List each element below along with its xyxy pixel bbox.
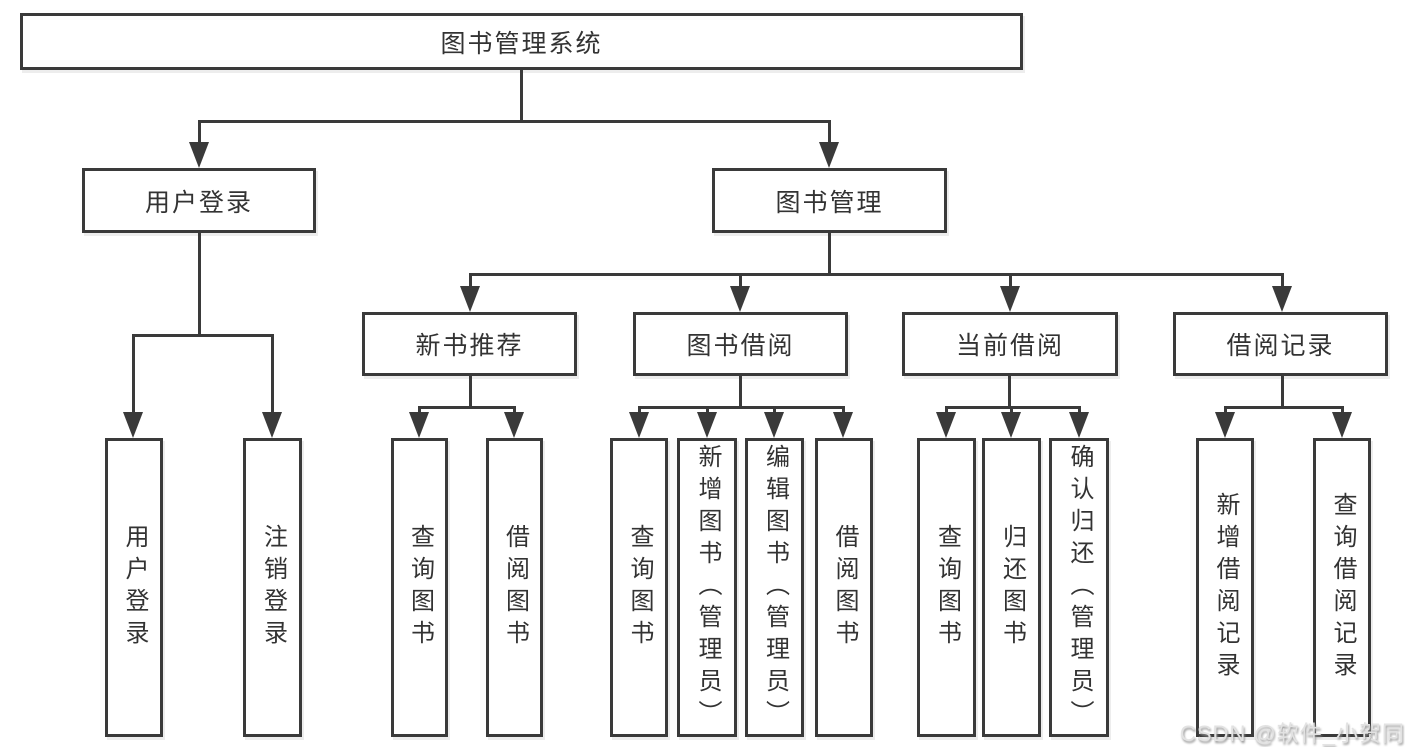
connector-current-stem [1008, 376, 1011, 406]
arrowhead-icon [504, 412, 524, 438]
connector-bookmgmt-drop-3 [1009, 273, 1012, 287]
arrowhead-icon [1272, 286, 1292, 312]
arrowhead-icon [409, 412, 429, 438]
arrowhead-icon [936, 412, 956, 438]
leaf-confirm-return-admin: 确认归还（管理员） [1049, 438, 1109, 737]
connector-borrowing-drop-2 [706, 406, 709, 414]
leaf-query-books-3: 查询图书 [917, 438, 976, 737]
leaf-query-books-2: 查询图书 [610, 438, 668, 737]
connector-bookmgmt-drop-2 [739, 273, 742, 287]
node-book-management: 图书管理 [712, 168, 947, 233]
node-book-management-label: 图书管理 [775, 188, 884, 217]
node-borrowing-records-label: 借阅记录 [1226, 332, 1335, 360]
connector-borrowing-drop-1 [638, 406, 641, 414]
arrowhead-icon [189, 142, 209, 168]
connector-bookmgmt-drop-4 [1281, 273, 1284, 287]
leaf-user-login-label: 用户登录 [121, 523, 148, 652]
node-user-login-label: 用户登录 [144, 188, 253, 217]
arrowhead-icon [1000, 286, 1020, 312]
leaf-logout: 注销登录 [243, 438, 302, 737]
connector-recommend-stem [469, 376, 472, 406]
arrowhead-icon [697, 412, 717, 438]
arrowhead-icon [1069, 412, 1089, 438]
connector-recommend-bar [418, 406, 516, 409]
leaf-query-books-3-label: 查询图书 [933, 523, 961, 652]
connector-recommend-drop-2 [513, 406, 516, 414]
connector-userlogin-stem [198, 233, 201, 334]
leaf-confirm-return-admin-label: 确认归还（管理员） [1066, 443, 1093, 732]
leaf-borrow-books-2-label: 借阅图书 [831, 523, 858, 652]
connector-userlogin-drop-2 [271, 334, 274, 412]
connector-records-stem [1281, 376, 1284, 406]
connector-borrowing-stem [739, 376, 742, 406]
leaf-return-books-label: 归还图书 [998, 523, 1026, 652]
leaf-query-borrow-record-label: 查询借阅记录 [1329, 491, 1356, 684]
leaf-query-borrow-record: 查询借阅记录 [1313, 438, 1371, 737]
connector-borrowing-drop-4 [842, 406, 845, 414]
leaf-logout-label: 注销登录 [259, 523, 287, 652]
connector-current-bar [945, 406, 1081, 409]
node-new-book-recommend: 新书推荐 [362, 312, 577, 376]
node-borrowing-records: 借阅记录 [1173, 312, 1388, 376]
arrowhead-icon [764, 412, 784, 438]
arrowhead-icon [833, 412, 853, 438]
node-book-borrowing-label: 图书借阅 [686, 332, 795, 360]
connector-recommend-drop-1 [418, 406, 421, 414]
leaf-add-books-admin-label: 新增图书（管理员） [694, 443, 721, 732]
connector-bookmgmt-bar [469, 273, 1284, 276]
arrowhead-icon [819, 142, 839, 168]
node-current-borrowing-label: 当前借阅 [955, 332, 1064, 360]
arrowhead-icon [1332, 412, 1352, 438]
connector-bookmgmt-stem [828, 233, 831, 273]
connector-root-drop-right [828, 120, 831, 144]
connector-userlogin-drop-1 [132, 334, 135, 412]
arrowhead-icon [730, 286, 750, 312]
node-new-book-recommend-label: 新书推荐 [415, 332, 524, 360]
leaf-query-books-1-label: 查询图书 [406, 523, 434, 652]
connector-current-drop-1 [945, 406, 948, 414]
leaf-edit-books-admin-label: 编辑图书（管理员） [761, 443, 789, 732]
leaf-query-books-2-label: 查询图书 [626, 523, 653, 652]
arrowhead-icon [460, 286, 480, 312]
connector-root-bar [198, 120, 830, 123]
arrowhead-icon [1215, 412, 1235, 438]
arrowhead-icon [123, 412, 143, 438]
connector-current-drop-3 [1078, 406, 1081, 414]
arrowhead-icon [1001, 412, 1021, 438]
leaf-query-books-1: 查询图书 [391, 438, 448, 737]
arrowhead-icon [262, 412, 282, 438]
connector-borrowing-bar [638, 406, 845, 409]
node-library-system: 图书管理系统 [20, 13, 1023, 70]
leaf-return-books: 归还图书 [982, 438, 1041, 737]
connector-records-drop-2 [1341, 406, 1344, 414]
leaf-add-books-admin: 新增图书（管理员） [677, 438, 737, 737]
connector-bookmgmt-drop-1 [469, 273, 472, 287]
connector-records-bar [1224, 406, 1344, 409]
connector-root-stem [520, 70, 523, 120]
leaf-user-login: 用户登录 [105, 438, 163, 737]
leaf-borrow-books-1: 借阅图书 [486, 438, 543, 737]
node-current-borrowing: 当前借阅 [902, 312, 1118, 376]
connector-records-drop-1 [1224, 406, 1227, 414]
connector-borrowing-drop-3 [773, 406, 776, 414]
arrowhead-icon [629, 412, 649, 438]
node-library-system-label: 图书管理系统 [440, 29, 603, 58]
leaf-borrow-books-1-label: 借阅图书 [501, 523, 529, 652]
node-user-login: 用户登录 [82, 168, 316, 233]
connector-current-drop-2 [1010, 406, 1013, 414]
leaf-borrow-books-2: 借阅图书 [815, 438, 873, 737]
connector-root-drop-left [198, 120, 201, 144]
leaf-add-borrow-record: 新增借阅记录 [1196, 438, 1254, 737]
csdn-watermark: CSDN @软件_小贺同学 [1180, 721, 1405, 746]
leaf-edit-books-admin: 编辑图书（管理员） [745, 438, 804, 737]
leaf-add-borrow-record-label: 新增借阅记录 [1212, 491, 1239, 684]
node-book-borrowing: 图书借阅 [633, 312, 848, 376]
connector-userlogin-bar [132, 334, 274, 337]
